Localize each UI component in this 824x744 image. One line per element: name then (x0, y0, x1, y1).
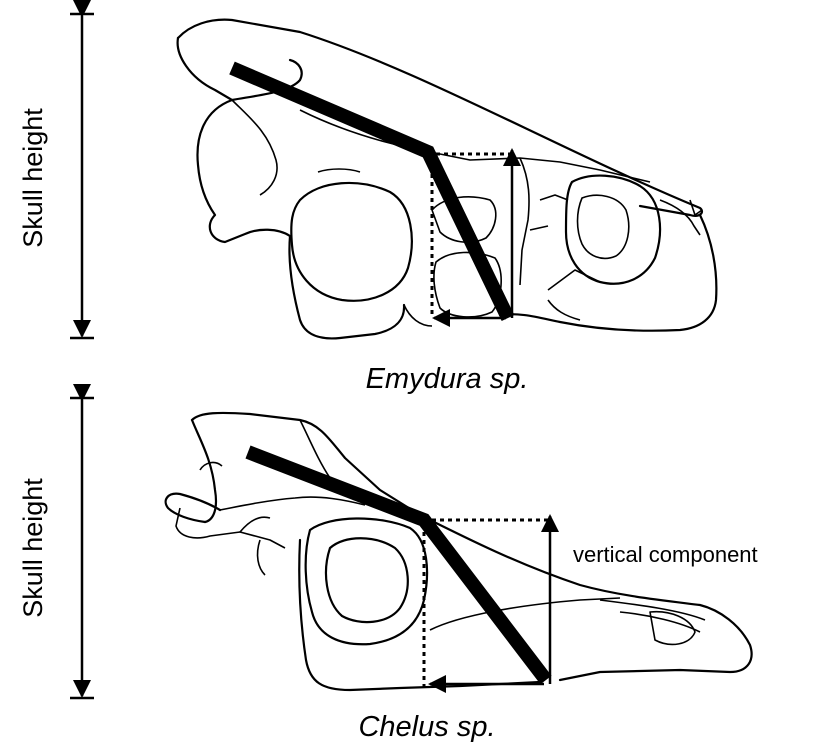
muscle-line-top (232, 68, 508, 318)
skull-height-arrow-bottom (70, 398, 94, 698)
species-caption-bottom: Chelus sp. (358, 711, 495, 743)
muscle-line-bottom (248, 452, 546, 680)
emydura-panel: Skull height (18, 14, 716, 395)
skull-height-arrow-top (70, 14, 94, 338)
vertical-component-label: vertical component (573, 542, 758, 567)
chelus-panel: Skull height (18, 398, 758, 743)
species-caption-top: Emydura sp. (366, 363, 529, 395)
skull-height-label-bottom: Skull height (18, 478, 48, 618)
skull-height-label-top: Skull height (18, 108, 48, 248)
